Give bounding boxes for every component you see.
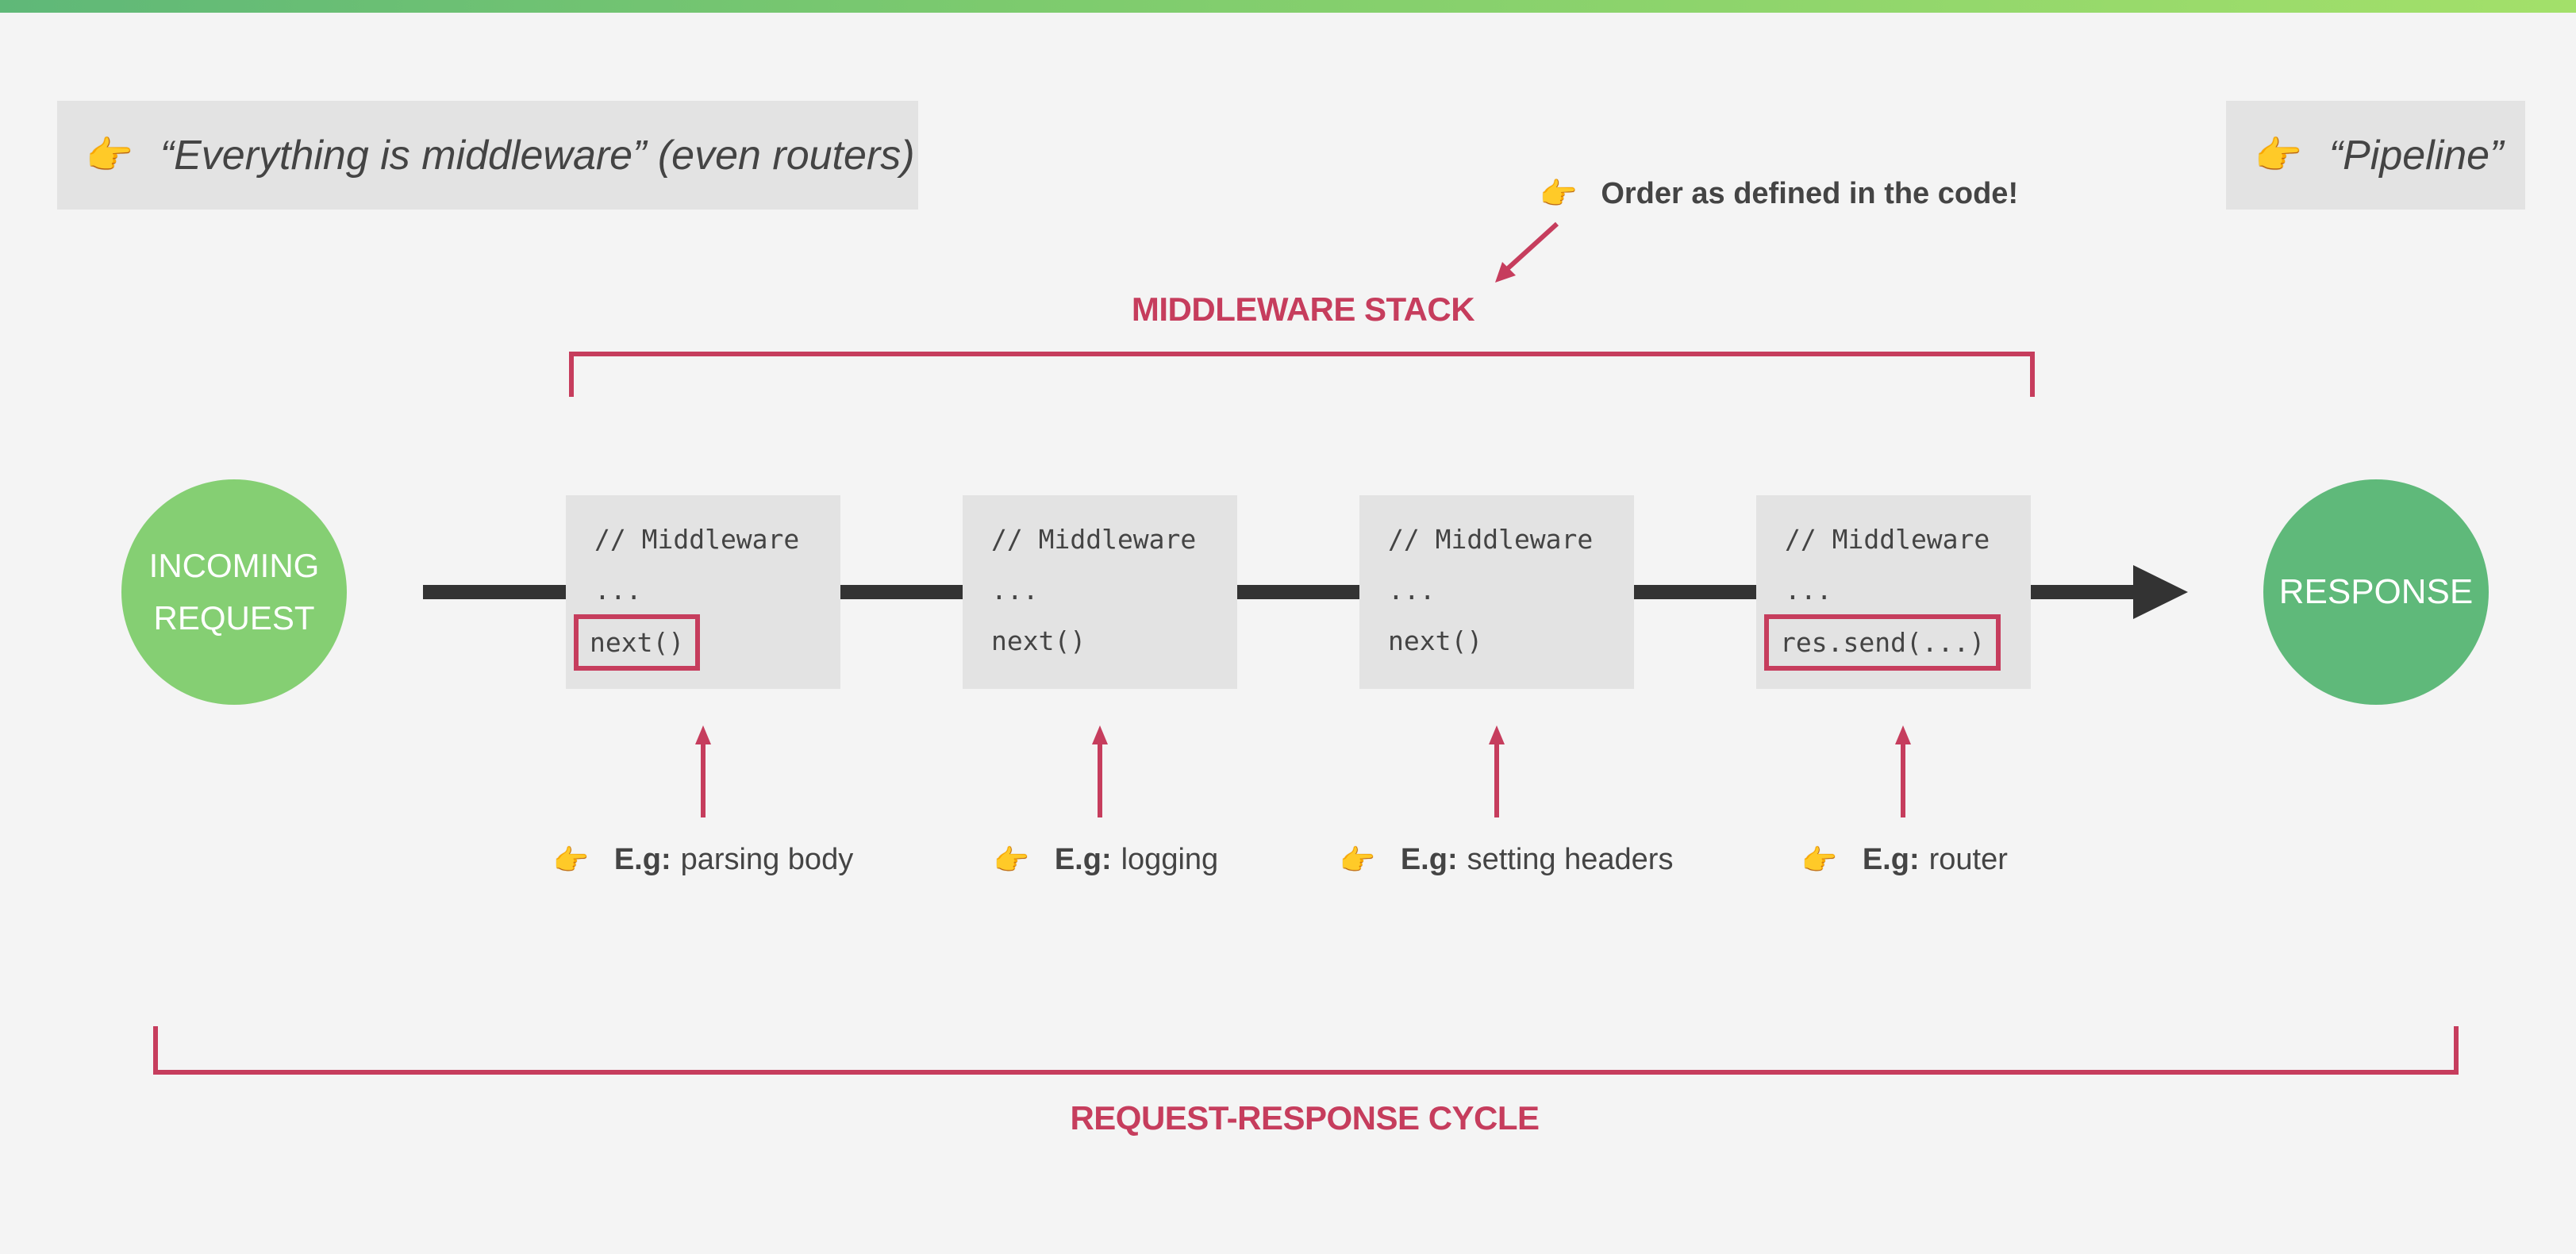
pointing-hand-icon: 👉 [1340,844,1375,877]
example-text: router [1928,843,2008,876]
example-4: 👉 E.g: router [1801,843,2008,877]
example-prefix: E.g: [1400,843,1458,876]
order-note-text: Order as defined in the code! [1601,177,2019,210]
middleware-dots: ... [991,575,1039,606]
order-note-arrowhead [1495,262,1516,283]
incoming-line-2: REQUEST [153,599,315,637]
middleware-comment: // Middleware [1388,524,1594,555]
response-node: RESPONSE [2263,479,2489,705]
middleware-box-1: // Middleware ... next() [566,495,840,689]
middleware-stack-bracket [569,352,2035,397]
middleware-comment: // Middleware [594,524,800,555]
example-1: 👉 E.g: parsing body [553,843,853,877]
middleware-box-4: // Middleware ... res.send(...) [1756,495,2031,689]
middleware-call-highlighted: res.send(...) [1764,614,2001,671]
order-note: 👉 Order as defined in the code! [1540,176,2018,212]
up-arrow-4 [1895,725,1911,817]
example-prefix: E.g: [1862,843,1920,876]
example-3: 👉 E.g: setting headers [1340,843,1673,877]
pointing-hand-icon: 👉 [553,844,589,877]
top-gradient-bar [0,0,2576,13]
incoming-request-node: INCOMING REQUEST [121,479,347,705]
example-text: parsing body [680,843,854,876]
up-arrow-1 [695,725,711,817]
middleware-call-highlighted: next() [574,614,701,671]
middleware-box-3: // Middleware ... next() [1359,495,1634,689]
middleware-dots: ... [1388,575,1436,606]
up-arrow-3 [1489,725,1505,817]
example-prefix: E.g: [613,843,671,876]
pointing-hand-icon: 👉 [1540,176,1578,211]
example-text: setting headers [1467,843,1674,876]
middleware-stack-label: MIDDLEWARE STACK [1131,290,1475,328]
pointing-hand-icon: 👉 [994,844,1029,877]
response-label: RESPONSE [2278,572,2474,611]
middleware-comment: // Middleware [1785,524,1990,555]
up-arrow-2 [1092,725,1108,817]
pointing-hand-icon: 👉 [1801,844,1837,877]
order-note-arrow-line [1504,221,1559,272]
example-prefix: E.g: [1054,843,1112,876]
request-response-bracket [153,1026,2459,1075]
pointing-hand-icon: 👉 [86,133,133,178]
incoming-line-1: INCOMING [148,547,320,584]
flow-arrowhead [2133,565,2188,619]
middleware-dots: ... [1785,575,1832,606]
middleware-dots: ... [594,575,642,606]
middleware-call: next() [1388,625,1483,656]
middleware-box-2: // Middleware ... next() [963,495,1237,689]
everything-is-middleware-callout: 👉 “Everything is middleware” (even route… [57,101,918,210]
callout-left-text: “Everything is middleware” (even routers… [160,132,915,179]
pipeline-callout: 👉 “Pipeline” [2226,101,2525,210]
example-2: 👉 E.g: logging [994,843,1218,877]
pointing-hand-icon: 👉 [2255,133,2302,178]
callout-right-text: “Pipeline” [2328,132,2504,179]
middleware-comment: // Middleware [991,524,1197,555]
middleware-call: next() [991,625,1086,656]
example-text: logging [1121,843,1219,876]
request-response-cycle-label: REQUEST-RESPONSE CYCLE [1070,1099,1540,1137]
